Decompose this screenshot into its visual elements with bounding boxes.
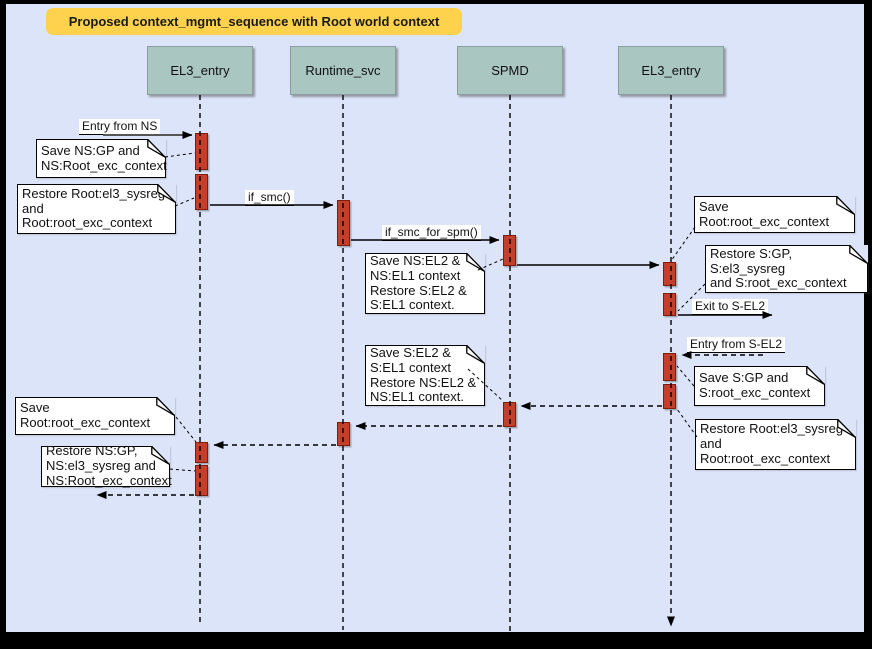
note-text: Restore Root:el3_sysreg and Root:root_ex… [22,185,166,231]
diagram-title-text: Proposed context_mgmt_sequence with Root… [68,14,440,29]
note-restore-root-right: Restore Root:el3_sysreg and Root:root_ex… [695,417,858,470]
note-fold-icon [806,364,827,385]
note-fold-icon [466,343,487,364]
note-fold-icon [466,251,487,272]
note-text: Restore Root:el3_sysreg and Root:root_ex… [700,421,844,466]
activation-bar [663,293,676,316]
activation-bar [337,422,350,446]
diagram-canvas [6,4,864,632]
note-fold-icon [151,444,172,465]
note-text: Save NS:EL2 & NS:EL1 context Restore S:E… [370,252,467,313]
note-text: Save S:EL2 & S:EL1 context Restore NS:EL… [370,344,477,405]
activation-bar [663,384,676,409]
activation-bar [337,200,350,246]
actor-label: Runtime_svc [305,63,381,78]
activation-bar [195,442,208,463]
note-text: Restore S:GP, S:el3_sysreg and S:root_ex… [710,245,847,291]
actor-runtime-svc: Runtime_svc [290,46,396,95]
note-save-ns-gp: Save NS:GP and NS:Root_exc_context [36,137,168,178]
actor-el3-entry-left: EL3_entry [147,46,253,95]
note-save-s-gp: Save S:GP and S:root_exc_context [694,364,827,406]
activation-bar [195,133,208,170]
activation-bar [195,174,208,210]
actor-label: SPMD [491,63,529,78]
note-text: Save NS:GP and NS:Root_exc_context [41,142,167,173]
message-label-if-smc-for-spm: if_smc_for_spm() [382,225,481,241]
note-text: Save Root:root_exc_context [699,198,830,229]
note-restore-root-left: Restore Root:el3_sysreg and Root:root_ex… [17,182,178,234]
note-fold-icon [147,137,168,158]
note-save-root-right: Save Root:root_exc_context [694,194,857,233]
activation-bar [663,262,676,286]
note-save-s-el2: Save S:EL2 & S:EL1 context Restore NS:EL… [365,343,487,406]
note-text: Save S:GP and S:root_exc_context [699,370,811,400]
note-restore-ns-gp: Restore NS:GP, NS:el3_sysreg and NS:Root… [41,443,172,488]
actor-label: EL3_entry [170,63,230,78]
actor-label: EL3_entry [641,63,701,78]
activation-bar [663,353,676,381]
note-text: Restore NS:GP, NS:el3_sysreg and NS:Root… [46,443,172,488]
actor-el3-entry-right: EL3_entry [618,46,724,95]
note-restore-s-gp: Restore S:GP, S:el3_sysreg and S:root_ex… [705,243,870,293]
activation-bar [503,235,516,266]
note-text: Save Root:root_exc_context [20,400,151,430]
actor-spmd: SPMD [457,46,563,95]
message-label-entry-from-s-el2: Entry from S-EL2 [687,337,786,353]
note-fold-icon [837,417,858,438]
note-fold-icon [157,182,178,203]
activation-bar [503,402,516,427]
note-save-root-left: Save Root:root_exc_context [15,395,177,435]
message-label-entry-from-ns: Entry from NS [79,119,161,135]
message-label-if-smc: if_smc() [245,190,294,206]
message-label-exit-to-s-el2: Exit to S-EL2 [692,299,769,315]
note-fold-icon [156,395,177,416]
activation-bar [195,465,208,496]
note-fold-icon [836,194,857,215]
note-fold-icon [849,243,870,264]
diagram-title: Proposed context_mgmt_sequence with Root… [46,8,462,35]
note-save-ns-el2: Save NS:EL2 & NS:EL1 context Restore S:E… [365,251,487,314]
